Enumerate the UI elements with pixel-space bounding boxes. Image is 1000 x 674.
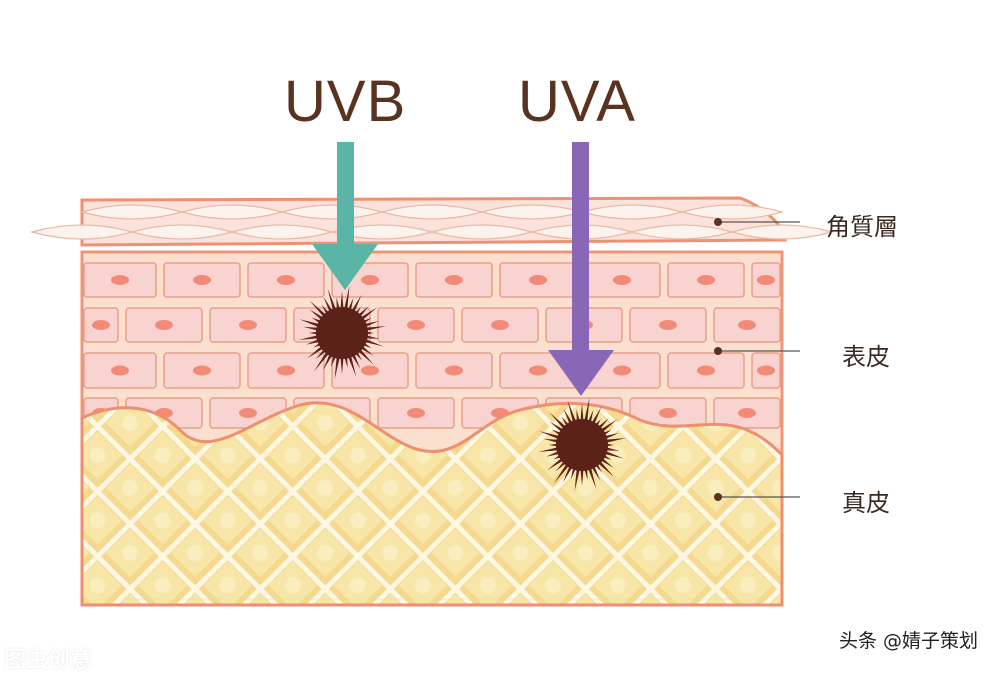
cell-nucleus: [445, 275, 463, 285]
cell-nucleus: [613, 275, 631, 285]
cell-nucleus: [111, 275, 129, 285]
cell-nucleus: [361, 275, 379, 285]
cell-nucleus: [193, 365, 211, 376]
cell-nucleus: [738, 320, 756, 330]
cell-nucleus: [277, 275, 295, 285]
cell-nucleus: [277, 365, 295, 376]
cell-nucleus: [193, 275, 211, 285]
cell-nucleus: [757, 365, 775, 376]
uva-arrow: [548, 142, 614, 396]
cell-nucleus: [491, 320, 509, 330]
label-stratum-corneum: 角質層: [826, 213, 898, 241]
cell-nucleus: [155, 320, 173, 330]
cell-nucleus: [407, 408, 425, 418]
uvb-arrow: [312, 142, 378, 290]
label-pointers: [714, 218, 800, 501]
cell-nucleus: [239, 320, 257, 330]
uva-damage-spot: [538, 397, 627, 492]
corneum-flake: [729, 224, 835, 240]
credit-text: 头条 @婧子策划: [838, 630, 978, 652]
label-dermis: 真皮: [842, 489, 890, 517]
corneum-flake: [679, 204, 785, 220]
cell-nucleus: [111, 365, 129, 376]
cell-nucleus: [529, 275, 547, 285]
damage-core: [316, 307, 368, 359]
uvb-damage-spot: [298, 285, 387, 380]
corneum-flakes: [29, 204, 835, 240]
cell-nucleus: [659, 320, 677, 330]
cell-nucleus: [757, 275, 775, 285]
uva-label: UVA: [518, 69, 636, 134]
cell-nucleus: [361, 365, 379, 376]
watermark: 图虫创意: [4, 648, 93, 673]
label-epidermis: 表皮: [842, 343, 890, 371]
uvb-label: UVB: [284, 69, 407, 134]
cell-nucleus: [738, 408, 756, 418]
cell-nucleus: [697, 275, 715, 285]
cell-nucleus: [445, 365, 463, 376]
cell-nucleus: [697, 365, 715, 376]
cell-nucleus: [613, 365, 631, 376]
cell-nucleus: [407, 320, 425, 330]
cell-nucleus: [239, 408, 257, 418]
cell-nucleus: [529, 365, 547, 376]
cell-nucleus: [92, 320, 110, 330]
cell-nucleus: [659, 408, 677, 418]
damage-core: [556, 419, 608, 471]
